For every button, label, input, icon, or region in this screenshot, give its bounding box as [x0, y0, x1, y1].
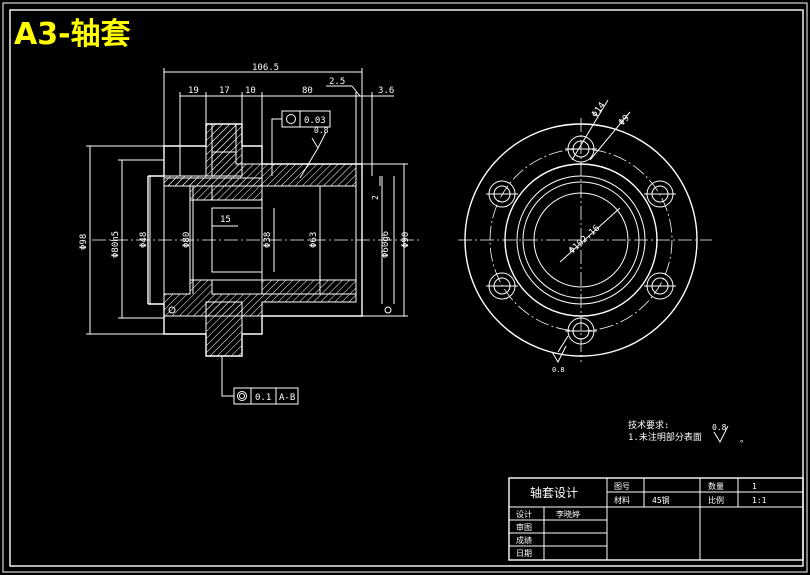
- tol2-datum: A-B: [279, 393, 295, 403]
- dim-dia-bore-label: Φ60g6: [381, 231, 391, 258]
- dia-pcd-leader: [559, 207, 621, 263]
- dim-dia-63-label: Φ63: [309, 232, 319, 248]
- section-view: Φ98 Φ80h5 Φ48 Φ80 Φ38 Φ63 Φ60g6 Φ90 106.…: [79, 63, 420, 405]
- title-material-label: 材料: [614, 495, 630, 505]
- dim-dia-38-label: Φ38: [263, 232, 273, 248]
- inner-border: [9, 9, 804, 567]
- dim-dia-fit-label: Φ80h5: [111, 231, 121, 258]
- roughness-symbol-3: 0.8: [712, 423, 729, 444]
- dim-dia-outer-label: Φ98: [79, 234, 89, 250]
- dim-overall-label: 106.5: [252, 63, 279, 73]
- title-scale-label: 比例: [708, 495, 724, 505]
- dia-9-leader: [589, 111, 631, 161]
- title-checker-label: 审图: [516, 522, 532, 532]
- dim-80-label: 80: [302, 86, 313, 96]
- title-scale-value: 1:1: [752, 496, 767, 505]
- bolt-hole-lower-left: [486, 272, 518, 300]
- datum-marker-right: [384, 306, 392, 314]
- dim-3-6-label: 3.6: [378, 86, 394, 96]
- title-drawing-no-label: 图号: [614, 482, 630, 491]
- dim-2-5-leader-2: [351, 85, 361, 97]
- roughness-symbol-1: 0.8: [299, 126, 329, 179]
- roughness-3-value: 0.8: [712, 423, 727, 432]
- tolerance-frame-concentricity-1: 0.03: [271, 110, 331, 176]
- dim-dia-right-label: Φ90: [401, 232, 411, 248]
- dia-9-label: Φ9: [617, 113, 632, 128]
- title-designer-value: 李晓婷: [556, 509, 580, 519]
- datum-marker-left: [168, 306, 176, 314]
- dim-10-label: 10: [245, 86, 256, 96]
- title-block: 轴套设计 图号 数量 1 材料 45钢 比例 1:1 设计 李晓婷 审图 成绩 …: [508, 477, 804, 561]
- tech-req-heading: 技术要求:: [628, 419, 669, 431]
- bolt-hole-upper-left: [486, 180, 518, 208]
- dim-2-5-label: 2.5: [329, 77, 345, 87]
- bolt-hole-lower-right: [644, 272, 676, 300]
- body-circle: [504, 163, 658, 317]
- roughness-2-value: 0.8: [552, 366, 565, 374]
- title-designer-label: 设计: [516, 509, 532, 519]
- bore-circle-mid: [522, 181, 640, 299]
- body-inner-outline: [261, 185, 357, 295]
- title-quantity-label: 数量: [708, 481, 724, 491]
- title-material-value: 45钢: [652, 495, 670, 505]
- dim-dia-80b-label: Φ80: [182, 232, 192, 248]
- tol2-value: 0.1: [255, 393, 271, 403]
- roughness-symbol-2: 0.8: [551, 335, 569, 374]
- title-quantity-value: 1: [752, 482, 757, 491]
- tol1-value: 0.03: [304, 116, 326, 126]
- bolt-hole-bottom: [565, 317, 597, 345]
- section-upper-hatch-flange: [205, 123, 243, 177]
- dim-19-label: 19: [188, 86, 199, 96]
- dia-14-leader: [571, 99, 609, 161]
- dim-15-label: 15: [220, 215, 231, 225]
- tech-req-item-1-tail: 。: [740, 435, 749, 445]
- roughness-1-value: 0.8: [314, 126, 329, 135]
- flange-outer-circle: [464, 123, 698, 357]
- title-date-label: 日期: [516, 549, 532, 558]
- bore-circle-outer: [516, 175, 646, 305]
- dim-2-label: 2: [371, 195, 380, 200]
- end-view: Φ14 Φ9 Φ102.16 0.8: [458, 99, 712, 374]
- bore-circle-inner: [533, 192, 629, 288]
- bolt-hole-upper-right: [644, 180, 676, 208]
- technical-requirements: 技术要求: 1.未注明部分表面 0.8 。: [628, 419, 749, 445]
- title-part-name: 轴套设计: [530, 485, 578, 500]
- dim-dia-48-label: Φ48: [139, 232, 149, 248]
- section-outline-lower: [148, 303, 363, 357]
- tech-req-item-1: 1.未注明部分表面: [628, 431, 702, 443]
- dim-17-label: 17: [219, 86, 230, 96]
- dia-14-label: Φ14: [590, 101, 608, 120]
- tolerance-frame-concentricity-2: 0.1 A-B: [221, 356, 299, 405]
- title-result-label: 成绩: [516, 535, 532, 545]
- bolt-hole-top: [565, 135, 597, 163]
- drawing-title: A3-轴套: [14, 17, 131, 52]
